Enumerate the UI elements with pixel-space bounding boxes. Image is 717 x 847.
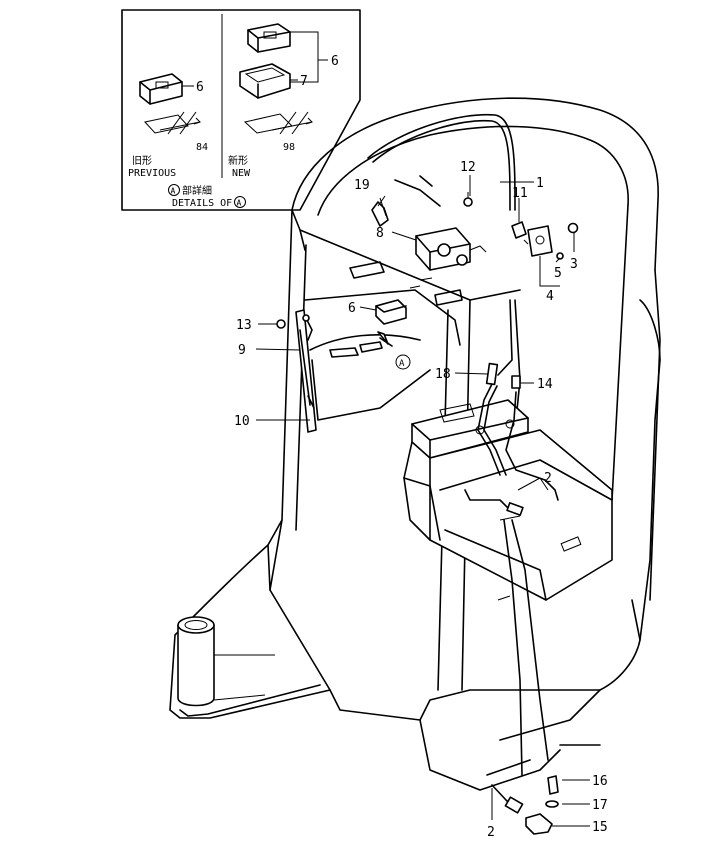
detail-label-en: DETAILS OF: [172, 198, 232, 209]
bezel-frame-icon: [239, 63, 291, 99]
callout-12: 12: [460, 160, 476, 175]
switch-relay-assembly: [371, 175, 579, 271]
battery-icon: [403, 399, 613, 601]
detail-marker-a: A: [171, 187, 176, 196]
callout-6-dash: 6: [348, 301, 356, 316]
previous-switch-icon: [139, 73, 183, 105]
callout-19: 19: [354, 178, 370, 193]
cylinder-icon: [177, 616, 275, 707]
callout-1: 1: [536, 176, 544, 191]
callout-6-new: 6: [331, 54, 339, 69]
callout-9: 9: [238, 343, 246, 358]
new-switch-icon: [247, 23, 291, 53]
callout-7: 7: [300, 74, 308, 89]
callout-8: 8: [376, 226, 384, 241]
callout-10: 10: [234, 414, 250, 429]
callout-16: 16: [592, 774, 608, 789]
dashboard-panel: [304, 261, 463, 421]
callout-18: 18: [435, 367, 451, 382]
rocker-switch-icon: [375, 299, 407, 325]
detail-marker-a-2: A: [237, 199, 242, 208]
callout-14: 14: [537, 377, 553, 392]
callout-leaders: [255, 175, 590, 827]
previous-cutout: [144, 111, 201, 135]
view-arrow-icon: A: [377, 331, 411, 370]
ground-cable-parts: [486, 744, 601, 835]
callout-2-bottom: 2: [487, 825, 495, 840]
dim-new: 98: [283, 142, 295, 153]
detail-box: 84 98 旧形 PREVIOUS 新形 NEW A 部詳細 DETAILS O…: [121, 9, 361, 211]
battery-cables: [464, 362, 559, 776]
callout-11: 11: [512, 186, 528, 201]
view-marker-a: A: [399, 359, 405, 369]
wiper-arm-assembly: [276, 309, 317, 433]
callout-15: 15: [592, 820, 608, 835]
new-label-en: NEW: [232, 168, 251, 179]
callout-3: 3: [570, 257, 578, 272]
callout-4: 4: [546, 289, 554, 304]
callout-2-battery: 2: [544, 471, 552, 486]
callout-13: 13: [236, 318, 252, 333]
detail-label-jp: 部詳細: [182, 184, 212, 197]
callout-5: 5: [554, 266, 562, 281]
dim-previous: 84: [196, 142, 208, 153]
callout-6-previous: 6: [196, 80, 204, 95]
callout-17: 17: [592, 798, 608, 813]
new-label-jp: 新形: [228, 154, 248, 167]
previous-label-jp: 旧形: [132, 155, 152, 167]
callout-labels: 1 2 2 3 4 5 6 6 6 7 8 9 10 11 12 13 14 1…: [196, 54, 608, 840]
previous-label-en: PREVIOUS: [128, 168, 176, 179]
new-cutout: [243, 111, 313, 135]
cab-body: [169, 97, 661, 791]
